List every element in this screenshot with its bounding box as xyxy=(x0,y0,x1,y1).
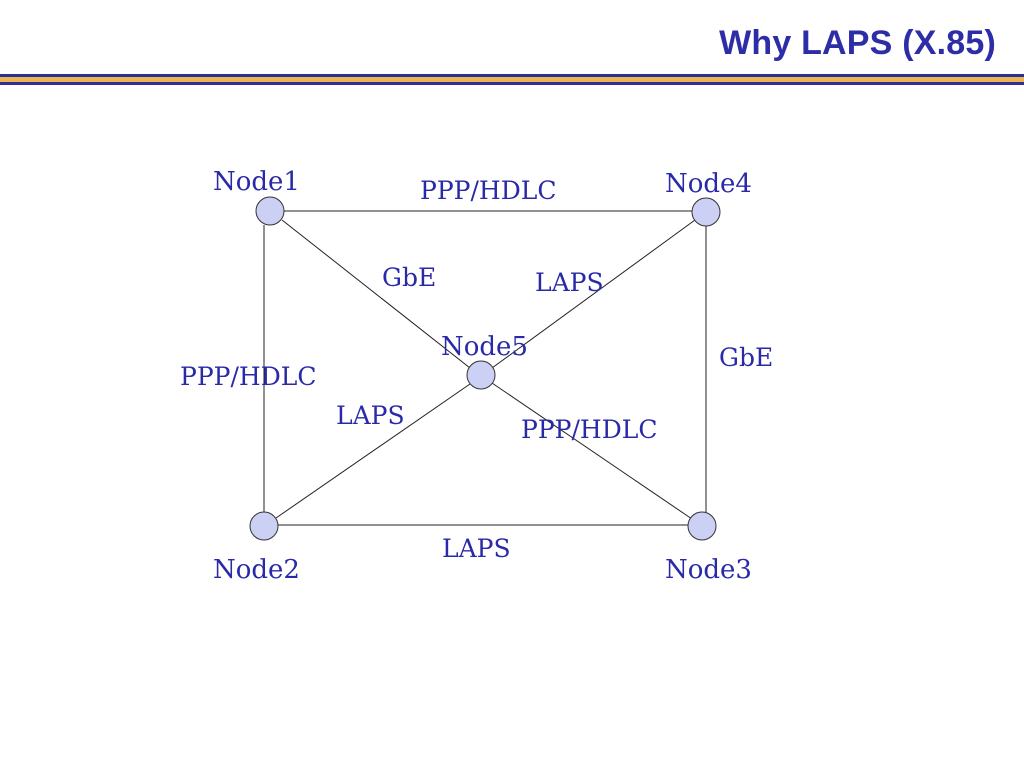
title-rule-middle xyxy=(0,77,1024,82)
link-label-node1-node4: PPP/HDLC xyxy=(420,176,556,205)
link-label-node1-node5: GbE xyxy=(382,263,436,292)
link-lines xyxy=(263,210,707,526)
link-node4-node5 xyxy=(491,219,696,369)
node5-label: Node5 xyxy=(441,332,528,362)
node2-label: Node2 xyxy=(213,555,300,585)
link-node5-node3 xyxy=(491,382,693,520)
link-label-node5-node3: PPP/HDLC xyxy=(521,415,657,444)
link-node2-node5 xyxy=(275,383,471,519)
link-label-node4-node3: GbE xyxy=(719,343,773,372)
node3-label: Node3 xyxy=(665,555,752,585)
title-rule-top xyxy=(0,74,1024,77)
node1-circle xyxy=(255,196,285,226)
title-rule xyxy=(0,74,1024,88)
node4-label: Node4 xyxy=(665,169,752,199)
slide-title: Why LAPS (X.85) xyxy=(719,24,996,62)
node3-circle xyxy=(687,511,717,541)
title-rule-bottom xyxy=(0,82,1024,85)
node5-circle xyxy=(466,360,496,390)
node-markers xyxy=(249,196,721,541)
link-labels: PPP/HDLC PPP/HDLC GbE LAPS GbE LAPS LAPS… xyxy=(180,176,773,563)
node-labels: Node1 Node2 Node3 Node4 Node5 xyxy=(213,167,752,585)
link-label-node4-node5: LAPS xyxy=(535,268,604,297)
node4-circle xyxy=(691,197,721,227)
node2-circle xyxy=(249,511,279,541)
link-label-node1-node2: PPP/HDLC xyxy=(180,362,316,391)
link-node1-node5 xyxy=(281,219,471,369)
link-label-node2-node3: LAPS xyxy=(442,534,511,563)
node1-label: Node1 xyxy=(213,167,300,197)
link-label-node2-node5: LAPS xyxy=(336,401,405,430)
